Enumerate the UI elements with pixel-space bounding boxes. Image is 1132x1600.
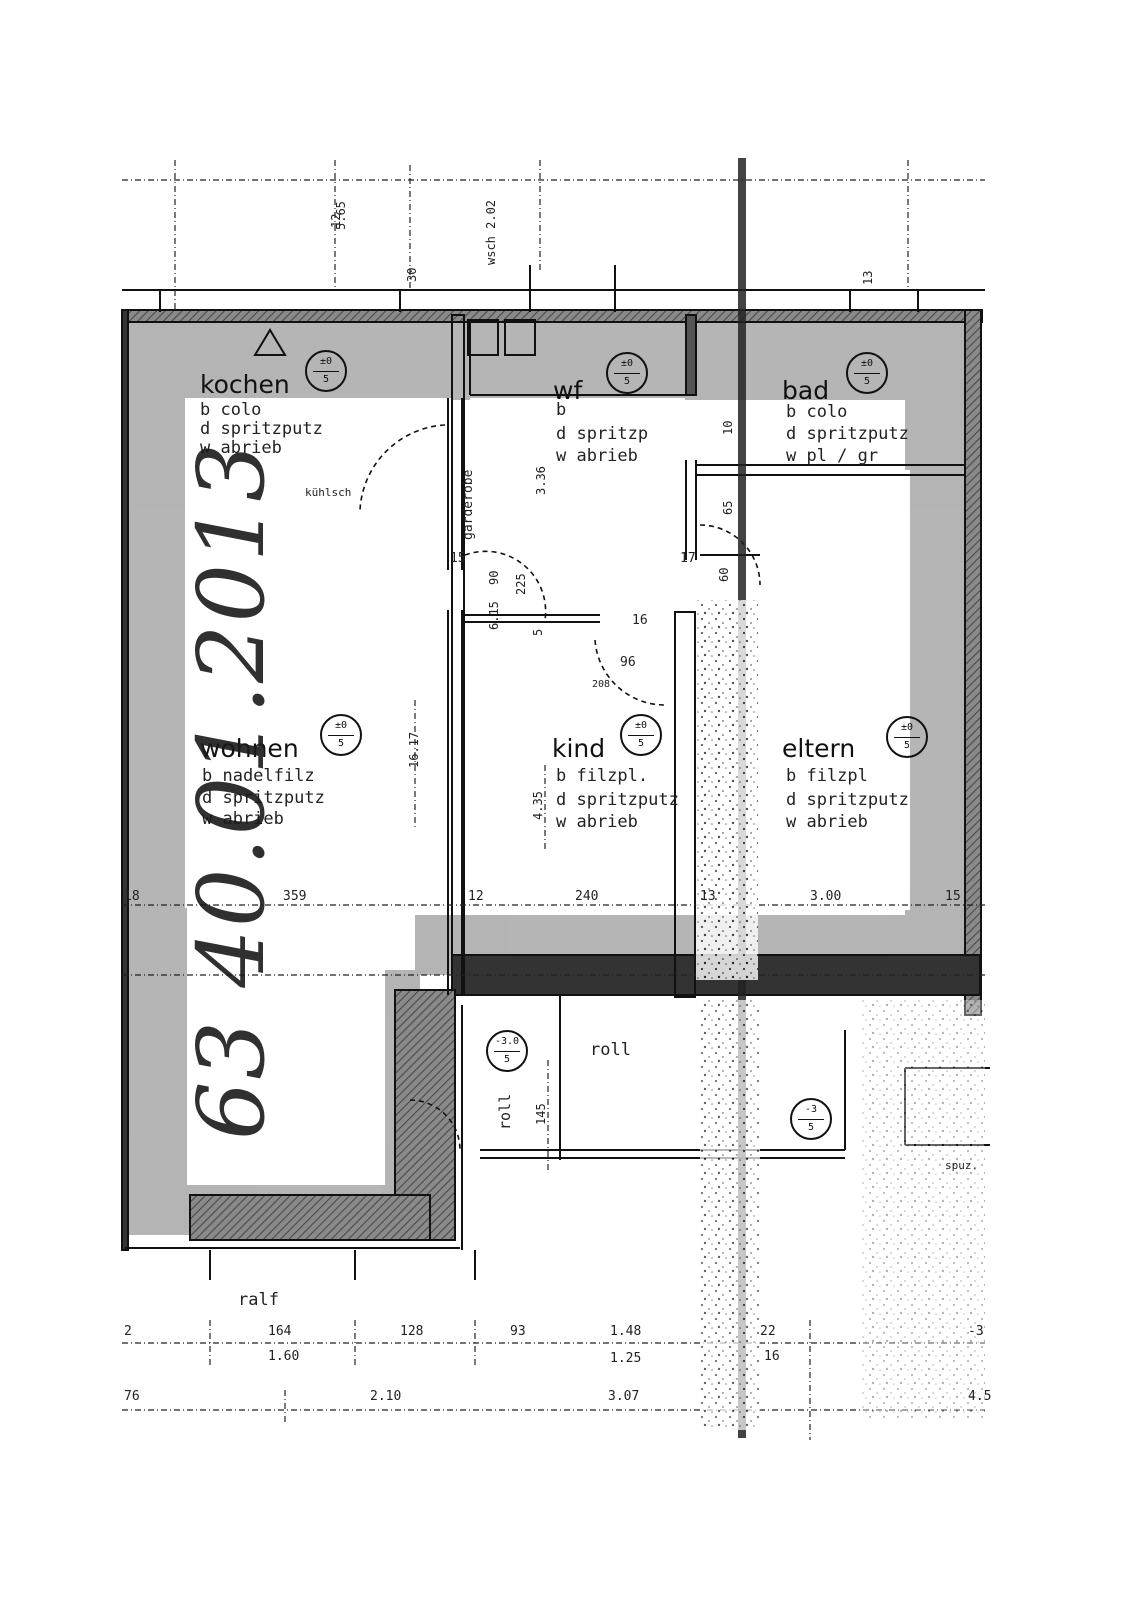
dim-16: 16: [632, 613, 648, 628]
dim-240: 240: [575, 889, 599, 904]
dim-wsch: wsch 2.02: [484, 199, 498, 265]
dim-90: 90: [487, 570, 501, 585]
label-spuz: spuz.: [945, 1159, 979, 1172]
spec-wf-d: d spritzp: [556, 424, 649, 444]
label-roll: roll: [590, 1040, 631, 1060]
dim-bottom-210: 2.10: [370, 1389, 402, 1404]
dim-359: 359: [283, 889, 307, 904]
spec-wohnen-b: b nadelfilz: [202, 766, 315, 786]
room-name-wohnen: wohnen: [200, 734, 299, 763]
dim-bottom-128: 128: [400, 1324, 424, 1339]
room-name-wf: wf: [553, 376, 583, 405]
room-name-kind: kind: [552, 734, 606, 763]
dim-60: 60: [717, 567, 731, 582]
dim-15b: 15: [450, 551, 466, 566]
scan-stripe: [696, 158, 985, 1438]
dim-96: 96: [620, 655, 636, 670]
dim-225: 225: [514, 573, 528, 595]
dim-bottom-164: 164: [268, 1324, 292, 1339]
dim-bottom-307: 3.07: [608, 1389, 640, 1404]
dim-12: 12: [468, 889, 484, 904]
dim-bottom-3: -3: [968, 1324, 984, 1339]
dim-13-top: 13: [861, 270, 875, 285]
spec-kochen-d: d spritzputz: [200, 419, 323, 439]
dim-bottom-16: 16: [764, 1349, 780, 1364]
dim-bottom-148: 1.48: [610, 1324, 642, 1339]
spec-bad-w: w pl / gr: [786, 446, 879, 466]
room-name-eltern: eltern: [782, 734, 856, 763]
room-name-kochen: kochen: [200, 370, 290, 399]
spec-kind-w: w abrieb: [556, 812, 638, 832]
dim-15: 15: [945, 889, 961, 904]
spec-wf-w: w abrieb: [556, 446, 638, 466]
dim-565: 5.65: [334, 201, 348, 230]
dim-615: 6.15: [487, 601, 501, 630]
note-kuehlschrank: kühlsch: [305, 486, 352, 499]
dim-bottom-93: 93: [510, 1324, 526, 1339]
dim-10: 10: [721, 420, 735, 435]
dim-208: 208: [592, 679, 611, 690]
spec-eltern-w: w abrieb: [786, 812, 868, 832]
handwritten-annotation: 63 40.01.2013: [178, 440, 285, 1140]
dim-bottom-125: 1.25: [610, 1351, 642, 1366]
room-name-bad: bad: [782, 376, 830, 405]
dim-300: 3.00: [810, 889, 842, 904]
dim-bottom-45: 4.5: [968, 1389, 992, 1404]
spec-kind-b: b filzpl.: [556, 766, 649, 786]
dim-145: 145: [534, 1103, 548, 1125]
label-garderobe: garderobe: [461, 469, 476, 540]
label-roll-vertical: roll: [496, 1093, 514, 1130]
dim-336: 3.36: [534, 466, 548, 495]
spec-wohnen-w: w abrieb: [202, 809, 284, 829]
dim-30: 30: [405, 267, 419, 282]
spec-eltern-b: b filzpl: [786, 766, 868, 786]
spec-bad-d: d spritzputz: [786, 424, 909, 444]
dim-5: 5: [531, 628, 545, 636]
dim-1617: 16.17: [407, 731, 421, 768]
dim-13: 13: [700, 889, 716, 904]
dim-bottom-2: 2: [124, 1324, 132, 1339]
spec-eltern-d: d spritzputz: [786, 790, 909, 810]
spec-bad-b: b colo: [786, 402, 848, 422]
dim-65: 65: [721, 500, 735, 515]
dim-bottom-22: 22: [760, 1324, 776, 1339]
spec-kind-d: d spritzputz: [556, 790, 679, 810]
label-ralf: ralf: [238, 1290, 279, 1310]
spec-kochen-b: b colo: [200, 400, 262, 420]
dim-17: 17: [680, 551, 696, 566]
dim-bottom-76: 76: [124, 1389, 140, 1404]
spec-wf-b: b: [556, 400, 567, 420]
dim-bottom-160: 1.60: [268, 1349, 300, 1364]
spec-kochen-w: w abrieb: [200, 438, 282, 458]
spec-wohnen-d: d spritzputz: [202, 788, 325, 808]
dim-18: 18: [124, 889, 140, 904]
dim-435: 4.35: [531, 791, 545, 820]
